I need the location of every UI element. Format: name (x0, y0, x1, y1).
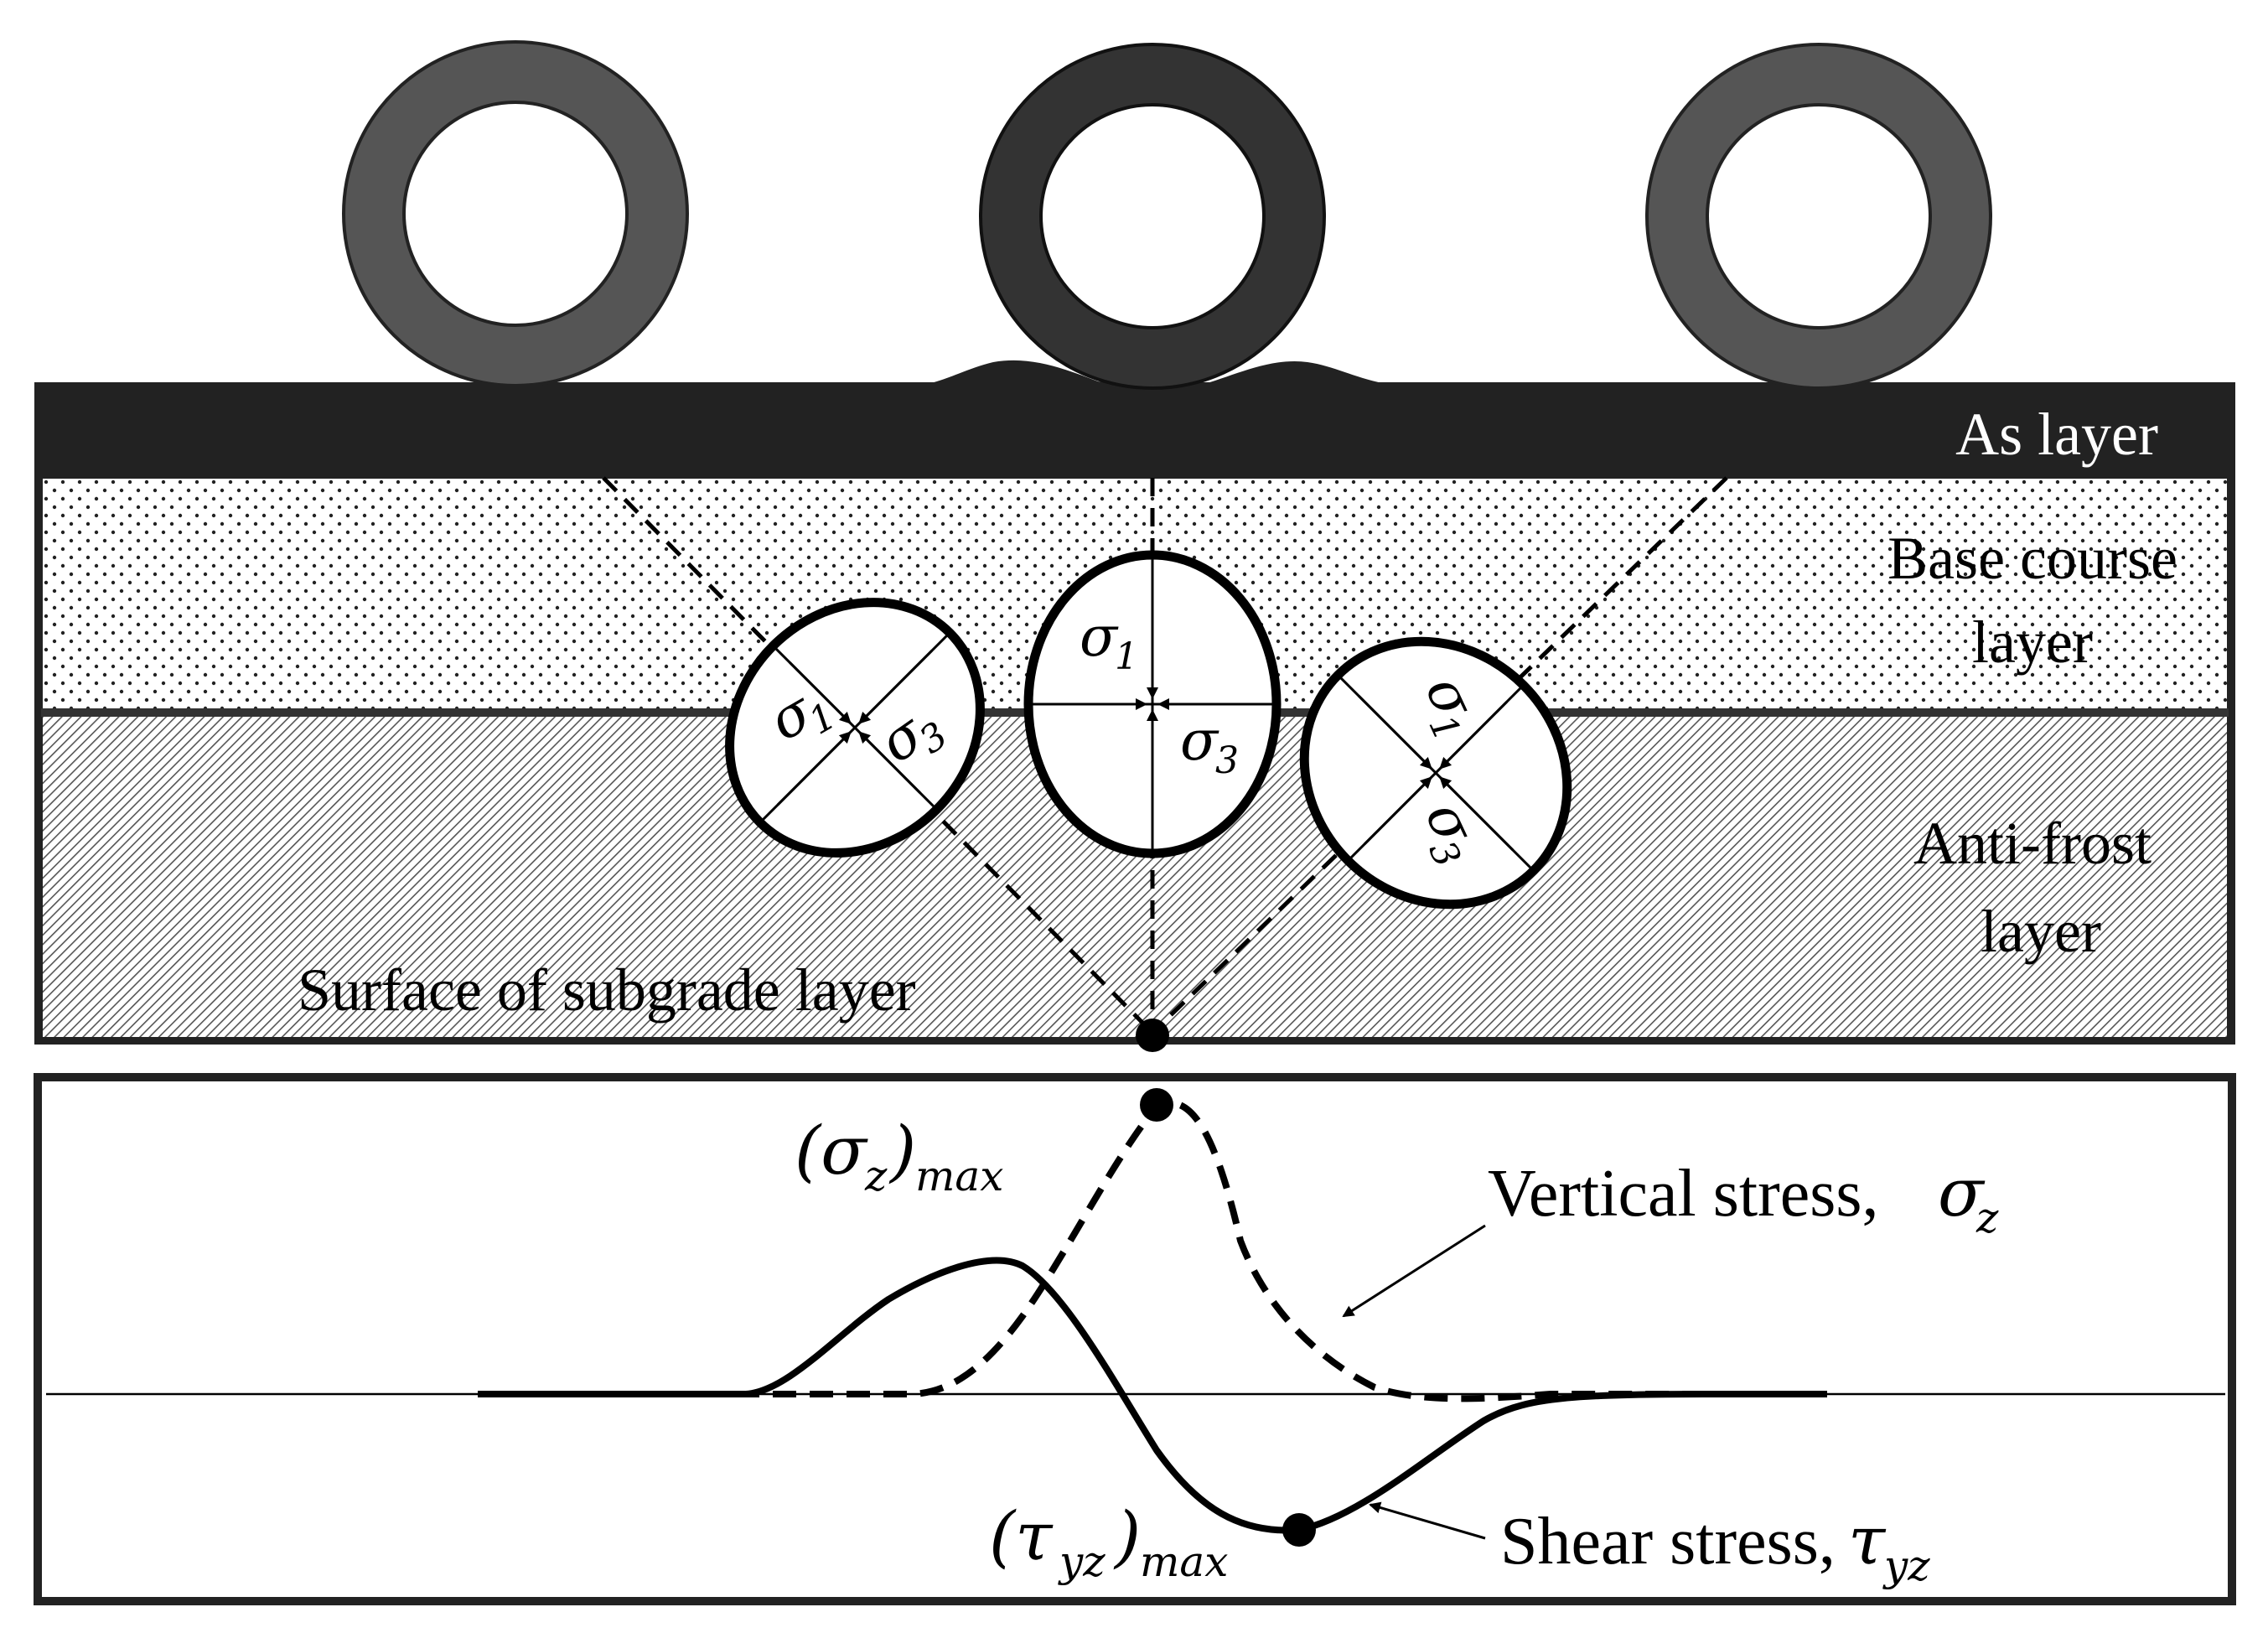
asphalt-heave (905, 360, 1408, 387)
svg-text:Shear stress,: Shear stress, (1500, 1505, 1836, 1579)
tire-left (342, 40, 689, 387)
svg-text:yz: yz (1882, 1542, 1930, 1590)
svg-text:τ: τ (1848, 1501, 1887, 1579)
anti-frost-label-line1: Anti-frost (1913, 810, 2151, 877)
svg-text:max: max (1140, 1537, 1228, 1586)
svg-text:z: z (1975, 1194, 1999, 1242)
svg-text:): ) (1113, 1497, 1141, 1575)
tire-center (979, 43, 1326, 390)
stress-element-center (1023, 550, 1282, 858)
tire-right (1645, 43, 1992, 390)
vertical-stress-max-point (1140, 1088, 1173, 1122)
tires (342, 40, 1992, 390)
svg-text:): ) (888, 1112, 916, 1190)
vertical-stress-label: Vertical stress, σ z (1488, 1153, 1999, 1242)
svg-text:(σ: (σ (795, 1112, 868, 1190)
svg-text:yz: yz (1058, 1537, 1106, 1586)
base-course-label-line1: Base course (1887, 525, 2177, 592)
svg-text:σ: σ (1080, 604, 1119, 669)
stress-element-left (725, 598, 985, 858)
svg-text:max: max (915, 1152, 1003, 1200)
vertical-stress-curve (478, 1099, 1827, 1402)
anti-frost-label-line2: layer (1981, 898, 2101, 965)
sigma1-center-label: σ 1 (1080, 604, 1138, 678)
tau-yz-max-label: (τ yz ) max (989, 1497, 1228, 1586)
subgrade-surface-label: Surface of subgrade layer (298, 956, 916, 1024)
sigma3-center-label: σ 3 (1180, 708, 1239, 782)
shear-stress-max-point (1282, 1513, 1316, 1547)
base-course-label-line2: layer (1972, 609, 2093, 676)
stress-panel-frame (34, 1073, 2236, 1605)
subgrade-stress-point (1136, 1019, 1169, 1052)
stress-element-right (1299, 636, 1572, 910)
shear-stress-curve (478, 1257, 1828, 1534)
asphalt-layer (38, 386, 2232, 478)
shear-stress-pointer (1369, 1501, 1486, 1540)
svg-text:σ: σ (1180, 708, 1219, 773)
shear-stress-label: Shear stress, τ yz (1500, 1501, 1930, 1590)
sigma-z-max-label: (σ z ) max (795, 1112, 1003, 1200)
svg-text:3: 3 (1215, 739, 1239, 782)
svg-text:σ: σ (1938, 1153, 1986, 1231)
stress-distribution-panel: (σ z ) max (τ yz ) max Vertical stress, … (34, 1073, 2236, 1605)
svg-text:(τ: (τ (989, 1497, 1054, 1575)
svg-text:1: 1 (1115, 635, 1138, 678)
svg-text:Vertical stress,: Vertical stress, (1488, 1157, 1879, 1231)
vertical-stress-pointer (1342, 1224, 1486, 1318)
svg-text:z: z (864, 1152, 888, 1200)
asphalt-layer-label: As layer (1955, 401, 2158, 468)
